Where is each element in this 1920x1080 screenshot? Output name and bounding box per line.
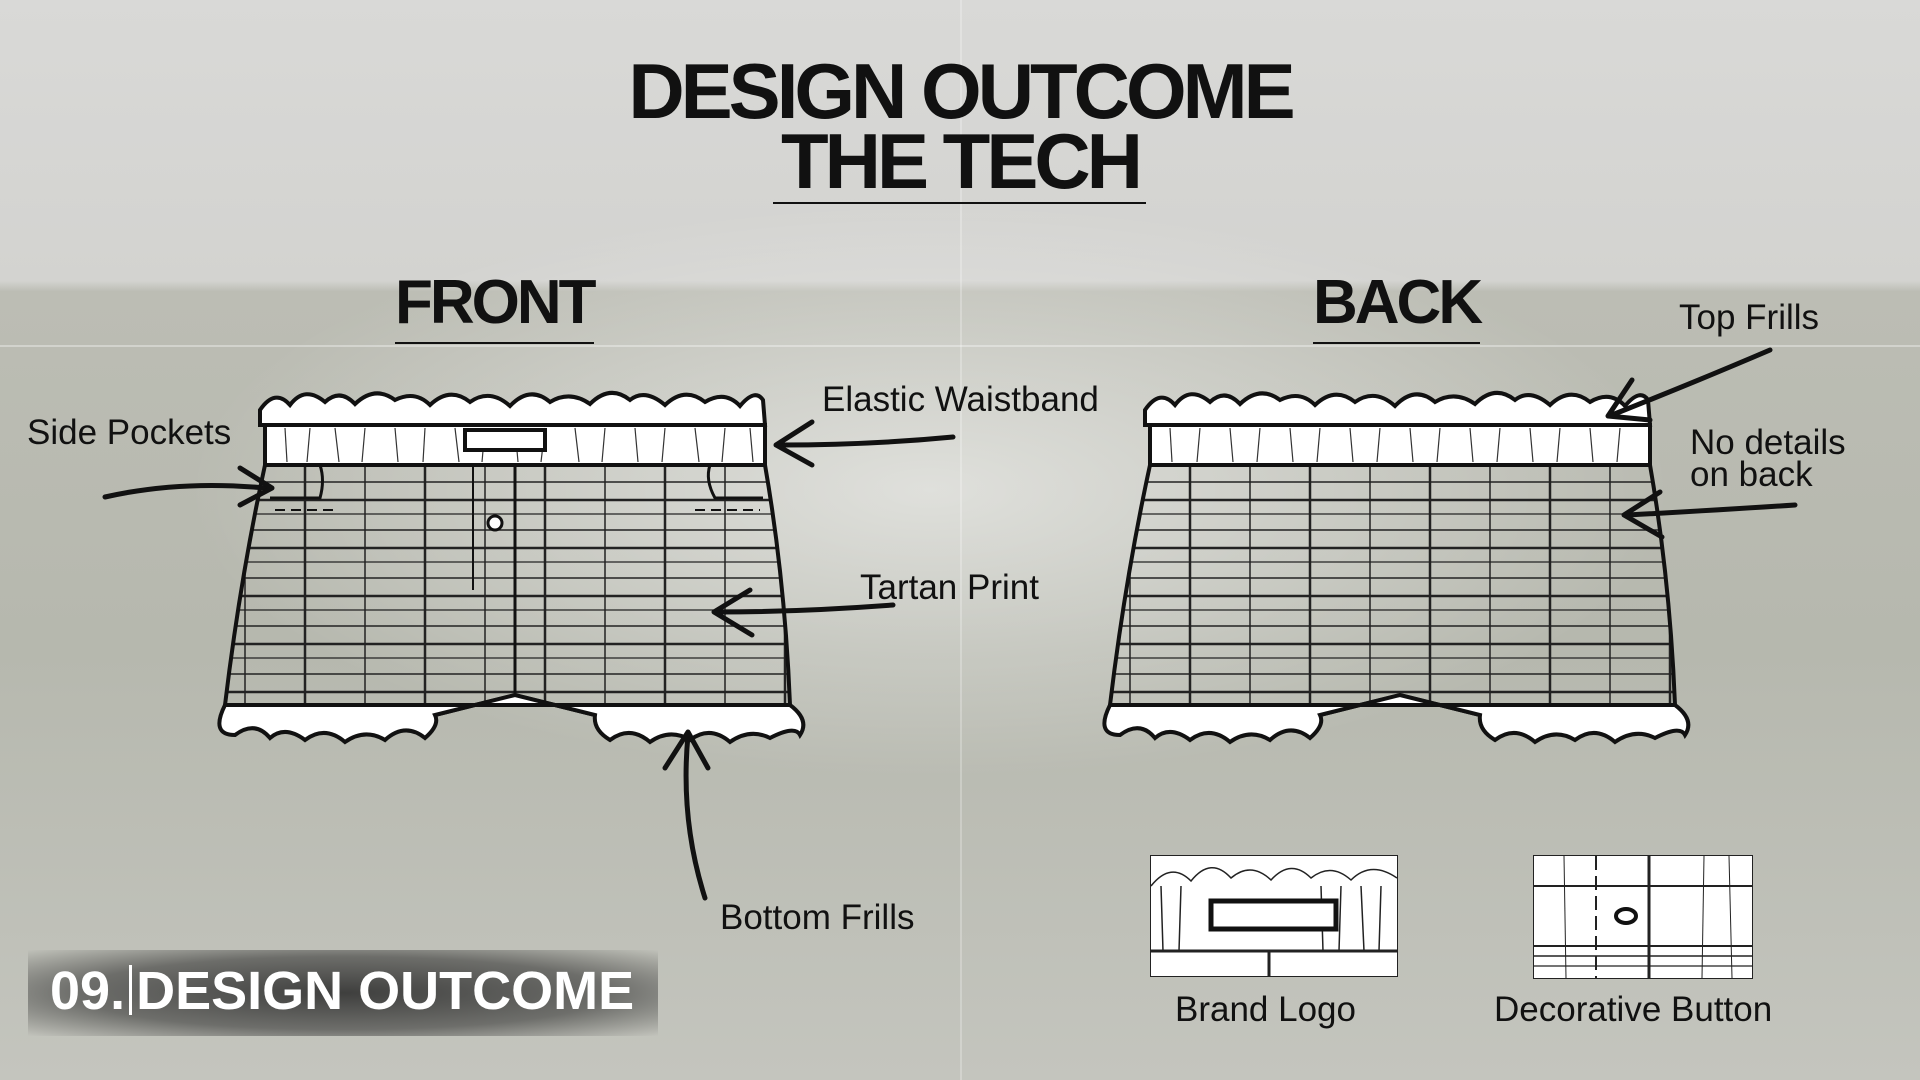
elastic-waistband-label: Elastic Waistband xyxy=(822,380,1099,419)
section-footer: 09.DESIGN OUTCOME xyxy=(28,950,659,1036)
side-pockets-label: Side Pockets xyxy=(27,413,232,452)
no-details-label-line2: on back xyxy=(1690,455,1813,494)
title-underline xyxy=(773,202,1146,204)
brand-logo-closeup xyxy=(1150,855,1398,977)
brand-logo-label: Brand Logo xyxy=(1175,990,1356,1029)
decorative-button-label: Decorative Button xyxy=(1494,990,1773,1029)
front-bottom-frills xyxy=(217,692,806,745)
back-view-label: BACK xyxy=(1313,272,1483,344)
brand-logo-closeup-sketch xyxy=(1151,867,1397,976)
top-frills-label: Top Frills xyxy=(1679,298,1820,337)
tartan-print-label: Tartan Print xyxy=(860,568,1039,607)
footer-divider xyxy=(129,965,133,1015)
elastic-waistband-arrow xyxy=(777,434,956,448)
bottom-frills-arrow xyxy=(683,732,708,901)
decorative-button-closeup-sketch xyxy=(1534,856,1752,978)
front-view-label: FRONT xyxy=(395,272,597,344)
back-shorts-sketch xyxy=(1102,391,1691,745)
top-frills-arrow xyxy=(1609,347,1773,418)
no-details-arrow xyxy=(1625,502,1798,518)
back-bottom-frills xyxy=(1102,692,1691,745)
tartan-print-arrow xyxy=(715,602,896,615)
front-shorts-sketch xyxy=(217,391,806,745)
no-details-label-line1: No details xyxy=(1690,423,1846,462)
bottom-frills-label: Bottom Frills xyxy=(720,898,915,937)
side-pockets-arrow xyxy=(102,482,268,500)
page-title: DESIGN OUTCOME xyxy=(628,47,1295,135)
brand-logo-patch xyxy=(463,428,547,452)
decorative-button-closeup xyxy=(1533,855,1753,979)
section-label: DESIGN OUTCOME xyxy=(136,961,635,1021)
decorative-button xyxy=(486,514,504,532)
section-number: 09. xyxy=(50,961,126,1021)
back-top-frills xyxy=(1143,391,1653,427)
front-top-frills xyxy=(258,391,768,427)
page-subtitle: THE TECH xyxy=(781,117,1143,205)
